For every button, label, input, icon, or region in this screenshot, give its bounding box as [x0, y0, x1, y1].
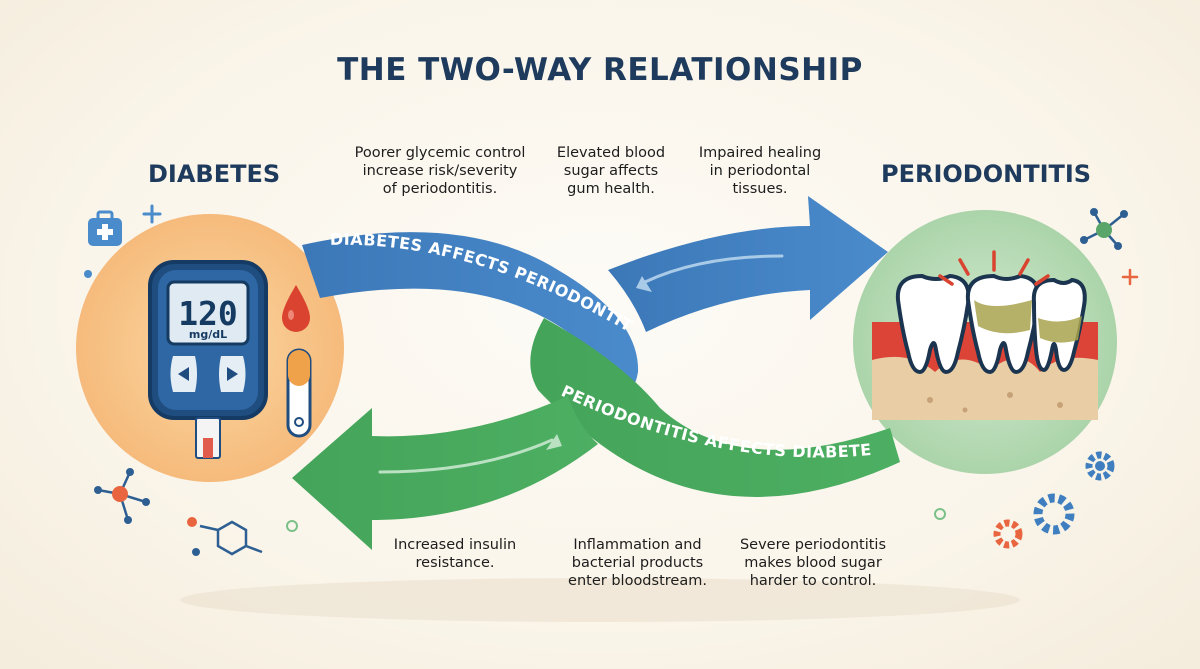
tooth-icon	[895, 273, 1087, 375]
ring-icon	[934, 508, 946, 520]
gear-icon	[993, 519, 1023, 549]
top-arrow-arc	[302, 232, 639, 398]
bottom-arrow-arc	[530, 318, 900, 497]
blood-drop-icon	[282, 285, 310, 332]
medical-kit-icon	[88, 210, 122, 246]
pain-lines-icon	[938, 250, 1050, 286]
gear-icon	[1085, 451, 1115, 481]
gear-icon	[1033, 493, 1075, 535]
test-strip-icon	[286, 348, 312, 438]
top-inner-arrow	[643, 254, 784, 284]
glucose-meter-icon	[148, 260, 268, 459]
diabetes-label: DIABETES	[148, 160, 281, 188]
ring-icon	[286, 520, 298, 532]
plus-icon	[1121, 268, 1139, 286]
meter-unit: mg/dL	[189, 328, 227, 341]
plus-icon	[142, 204, 162, 224]
bottom-inner-arrow	[378, 438, 554, 474]
molecule-icon	[1080, 208, 1128, 250]
meter-value: 120	[178, 294, 238, 333]
dot-icon	[84, 270, 92, 278]
bottom-left-arrow	[292, 396, 598, 550]
top-right-arrow	[608, 196, 888, 332]
molecule-icon	[94, 468, 150, 524]
chemical-structure-icon	[187, 517, 263, 556]
periodontitis-label: PERIODONTITIS	[881, 160, 1092, 188]
page-title: THE TWO-WAY RELATIONSHIP	[337, 52, 863, 88]
